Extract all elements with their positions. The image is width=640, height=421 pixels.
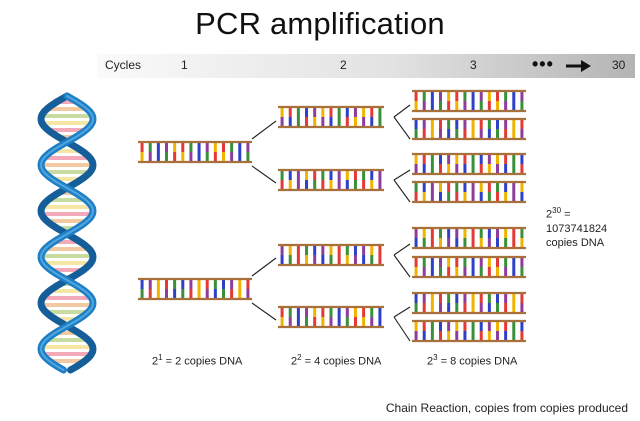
dna-fragment-cycle2-3 [278,243,384,267]
dna-fragment-cycle3-2 [412,117,526,141]
cycle-end-30: 30 [612,58,626,72]
dna-fragment-cycle3-1 [412,89,526,113]
dna-fragment-cycle3-7 [412,291,526,315]
dna-fragment-cycle3-3 [412,152,526,176]
connector-line [393,306,411,318]
connector-line [393,104,411,118]
dna-fragment-cycle2-2 [278,168,384,192]
connector-line [251,257,277,277]
arrow-right-icon [566,60,591,72]
ellipsis-dots: ••• [532,54,554,74]
connector-line [251,165,277,184]
dna-fragment-cycle3-4 [412,180,526,204]
page-title: PCR amplification [195,6,445,41]
cycle-marker-3: 3 [470,58,477,72]
dna-fragment-cycle2-1 [278,105,384,129]
cycles-label: Cycles [105,58,142,72]
connector-line [251,120,277,140]
connector-line [393,179,411,203]
dna-fragment-cycle3-8 [412,319,526,343]
cycle-marker-1: 1 [181,58,188,72]
connector-line [393,316,411,342]
connector-line [393,169,411,181]
dna-fragment-cycle1-1 [138,140,252,164]
cycle-marker-2: 2 [340,58,347,72]
dna-fragment-cycle3-5 [412,226,526,250]
dna-fragment-cycle2-4 [278,305,384,329]
total-copies-note: 230 = 1073741824 copies DNA [546,206,608,249]
cycles-bar [97,54,635,78]
dna-fragment-cycle3-6 [412,255,526,279]
copies-label-cycle-3: 23 = 8 copies DNA [427,353,518,368]
copies-label-cycle-2: 22 = 4 copies DNA [291,353,382,368]
dna-double-helix [37,92,97,374]
caption: Chain Reaction, copies from copies produ… [385,401,628,415]
connector-line [393,254,411,278]
copies-label-cycle-1: 21 = 2 copies DNA [152,353,243,368]
dna-fragment-cycle1-2 [138,277,252,301]
connector-line [251,302,277,321]
connector-line [393,116,411,140]
connector-line [393,243,411,256]
